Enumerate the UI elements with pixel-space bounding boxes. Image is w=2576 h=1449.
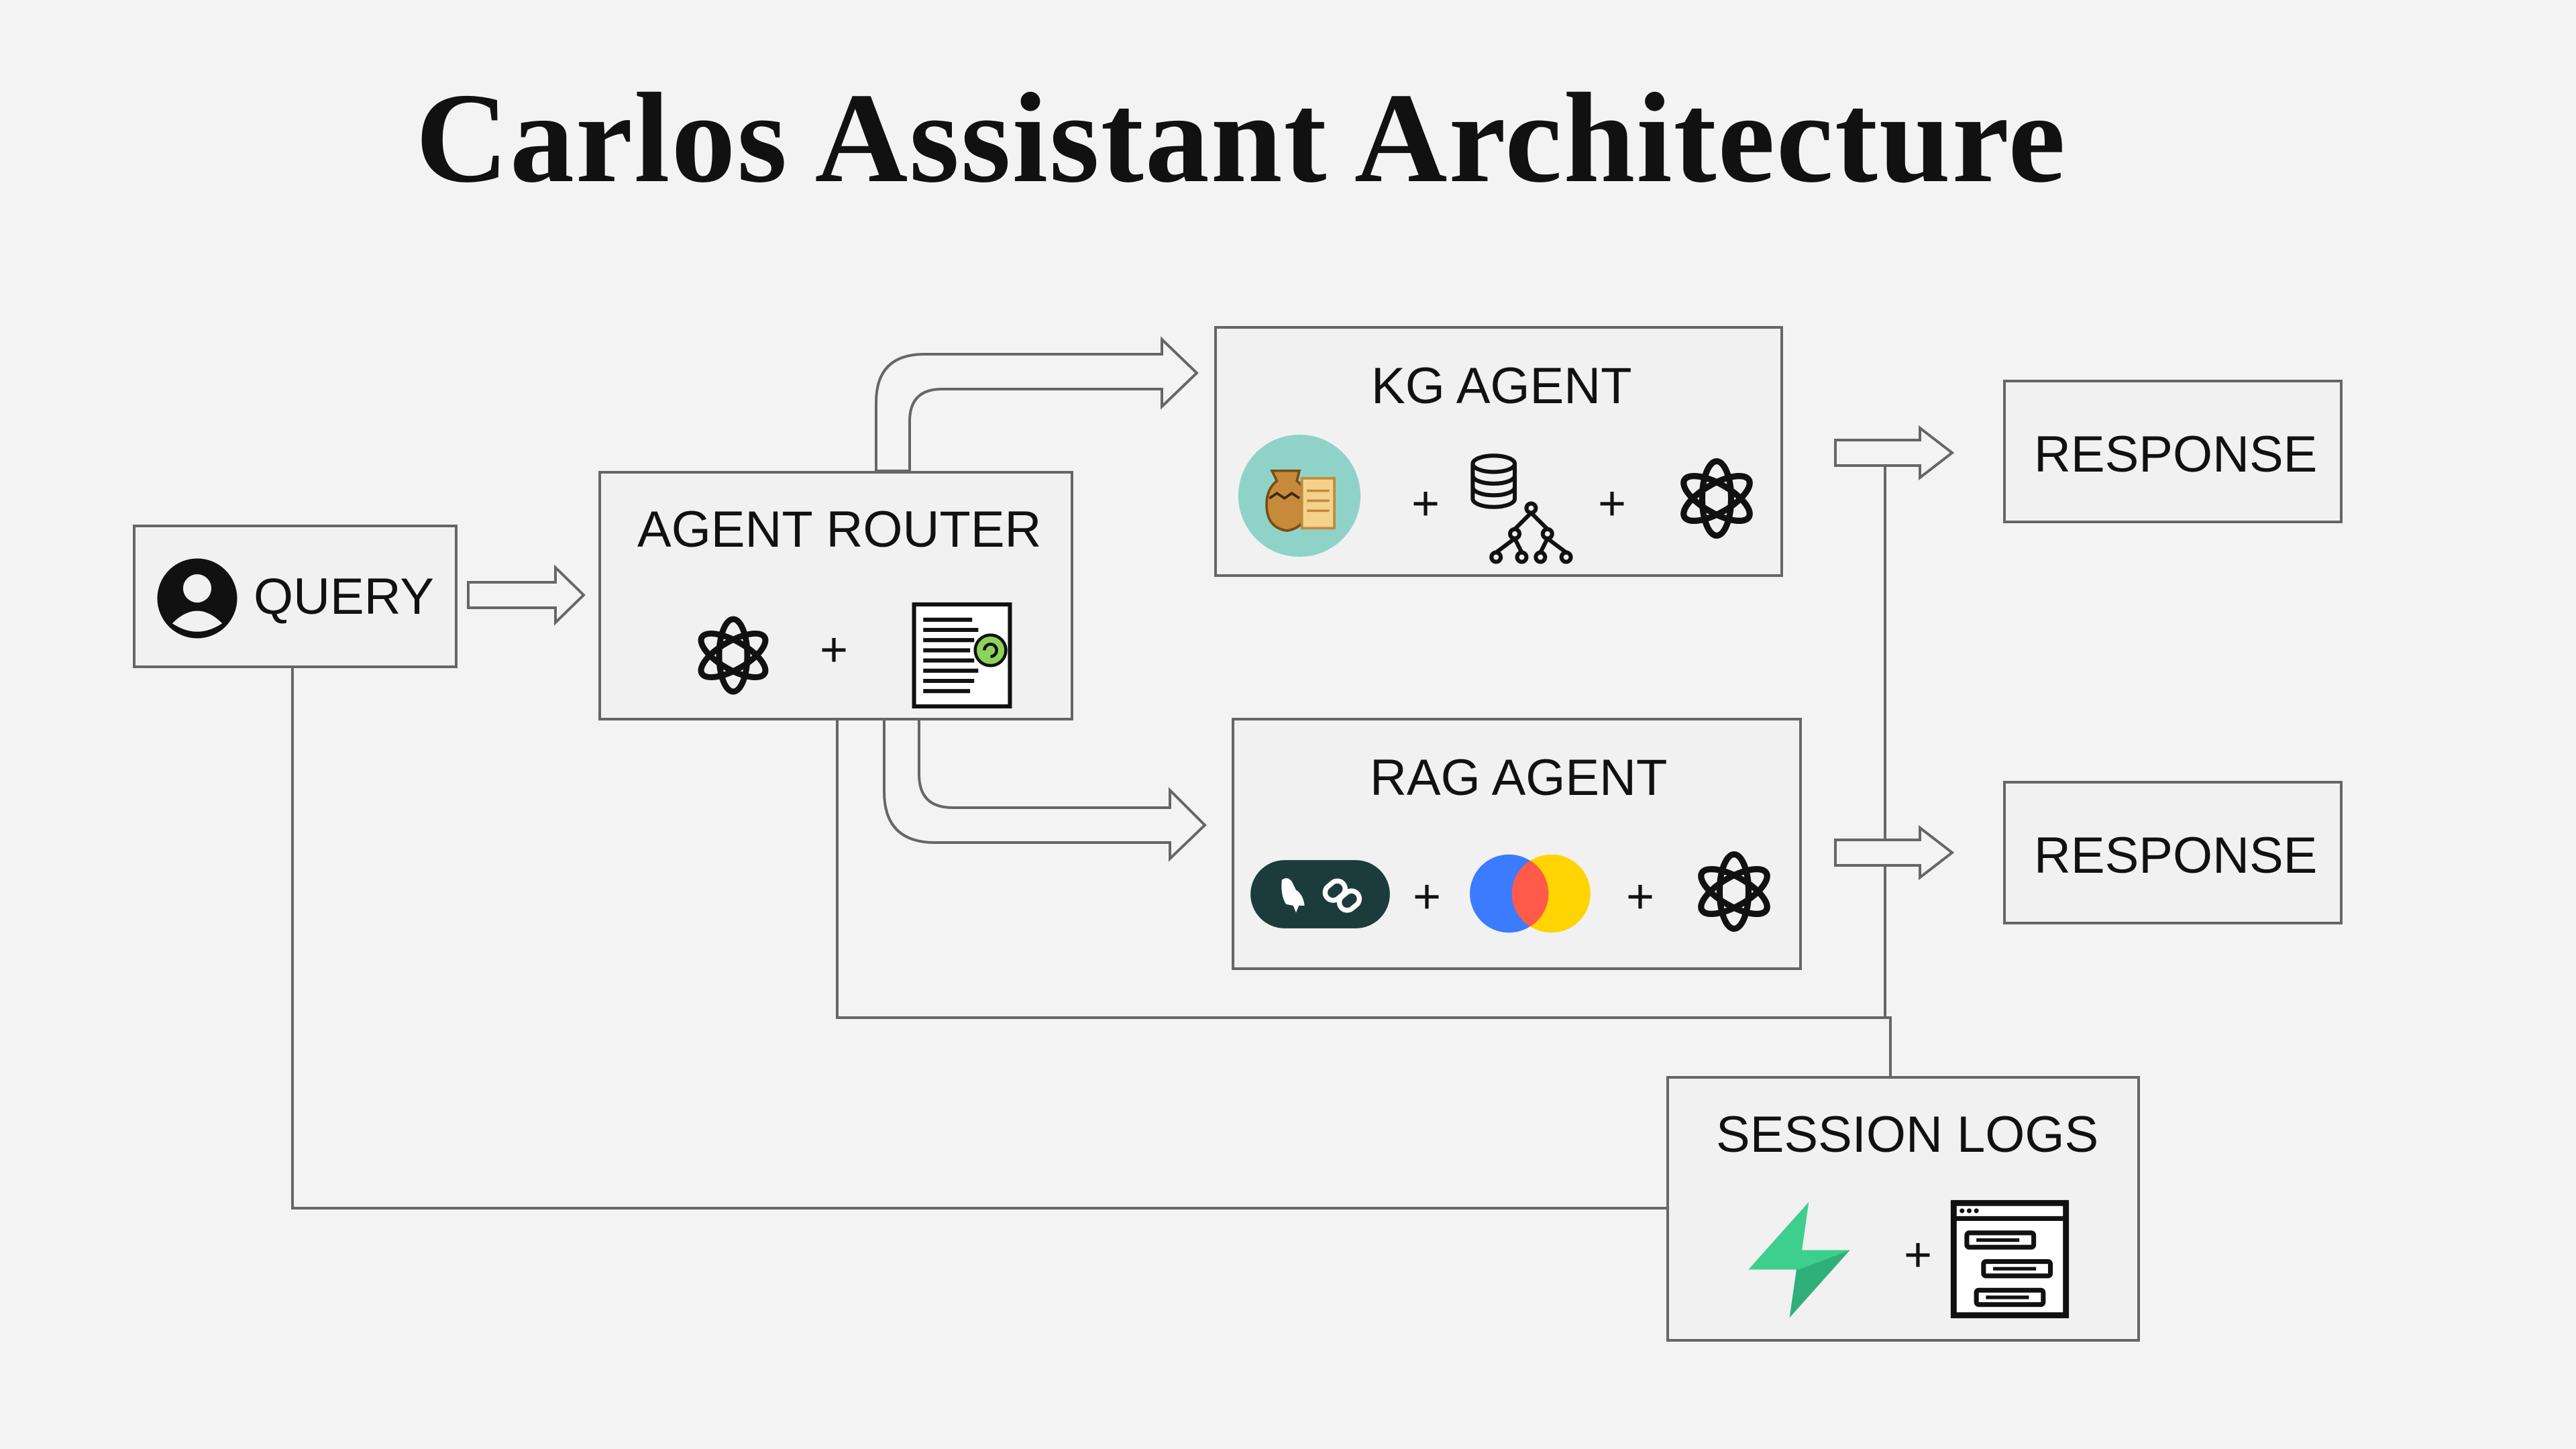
response-kg-node: RESPONSE [2003, 380, 2343, 523]
pottery-scroll-icon [1237, 433, 1362, 561]
kg-plus-2: + [1598, 477, 1627, 531]
openai-icon [683, 605, 784, 709]
langchain-icon [1249, 857, 1391, 934]
logs-plus: + [1904, 1228, 1933, 1282]
router-to-rag-arrow [883, 718, 1207, 862]
page-title: Carlos Assistant Architecture [415, 66, 2067, 209]
query-to-router-arrow [467, 564, 586, 626]
session-logs-label: SESSION LOGS [1716, 1106, 2099, 1163]
agent-router-node: AGENT ROUTER + [598, 471, 1073, 720]
router-to-kg-arrow [875, 336, 1199, 472]
rag-agent-node: RAG AGENT + + [1232, 718, 1802, 970]
response-kg-label: RESPONSE [2034, 426, 2318, 483]
query-to-logs-line [291, 665, 1668, 1210]
agent-router-label: AGENT ROUTER [637, 501, 1042, 558]
rag-to-response-arrow [1834, 824, 1955, 881]
query-label: QUERY [254, 568, 434, 625]
rag-plus-2: + [1626, 870, 1655, 924]
database-graph-icon [1461, 447, 1578, 568]
response-rag-label: RESPONSE [2034, 827, 2318, 884]
response-rag-node: RESPONSE [2003, 781, 2343, 924]
chroma-icon [1466, 851, 1594, 940]
router-plus: + [820, 623, 849, 677]
supabase-icon [1739, 1198, 1860, 1325]
document-icon [911, 601, 1013, 713]
rag-agent-label: RAG AGENT [1370, 749, 1668, 806]
kg-agent-label: KG AGENT [1371, 358, 1632, 415]
router-to-logs-line [836, 718, 1892, 1077]
rag-plus-1: + [1413, 870, 1442, 924]
session-logs-node: SESSION LOGS + [1666, 1076, 2140, 1342]
kg-agent-node: KG AGENT + + [1214, 326, 1783, 577]
kg-to-response-arrow [1834, 425, 1955, 481]
openai-icon [1665, 447, 1768, 553]
kg-plus-1: + [1411, 477, 1440, 531]
log-window-icon [1949, 1199, 2070, 1322]
openai-icon [1682, 840, 1786, 947]
user-icon [156, 557, 239, 643]
query-node: QUERY [133, 525, 458, 668]
